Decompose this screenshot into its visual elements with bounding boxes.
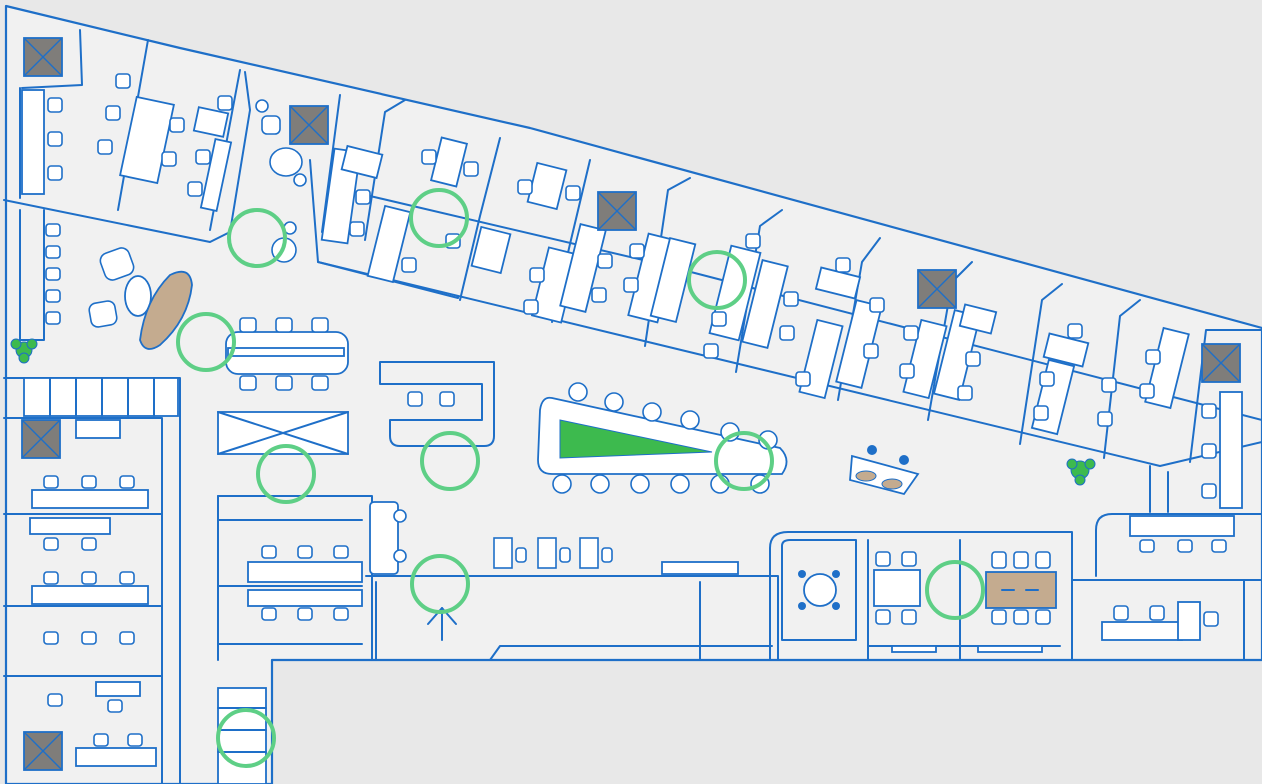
south-east-rooms bbox=[769, 391, 1262, 661]
column-icon bbox=[917, 269, 957, 309]
hotspot-icon[interactable] bbox=[227, 208, 287, 268]
north-desk-band bbox=[309, 94, 1262, 467]
hotspots[interactable] bbox=[176, 188, 985, 768]
south-center-zone bbox=[217, 495, 779, 784]
floor-outline bbox=[4, 4, 1262, 784]
chairs bbox=[1113, 403, 1227, 627]
chairs bbox=[45, 223, 61, 325]
structural-columns bbox=[21, 37, 1241, 771]
soft-seating bbox=[255, 99, 307, 263]
cafe-table bbox=[849, 445, 920, 496]
storage-unit bbox=[217, 411, 349, 455]
hotspot-icon[interactable] bbox=[410, 554, 470, 614]
column-icon bbox=[1201, 343, 1241, 383]
chairs bbox=[43, 475, 143, 747]
plants bbox=[10, 338, 1096, 486]
plant-icon bbox=[1066, 458, 1096, 486]
plant-icon bbox=[10, 338, 38, 364]
north-west-desk-zone bbox=[3, 29, 251, 243]
hotspot-icon[interactable] bbox=[714, 431, 774, 491]
hotspot-icon[interactable] bbox=[420, 431, 480, 491]
meeting-table bbox=[985, 571, 1057, 609]
west-wall-zone bbox=[19, 209, 61, 341]
hotspot-icon[interactable] bbox=[687, 250, 747, 310]
chairs bbox=[261, 545, 349, 621]
hotspot-icon[interactable] bbox=[925, 560, 985, 620]
chairs bbox=[875, 551, 1051, 625]
chairs bbox=[493, 537, 613, 569]
column-icon bbox=[597, 191, 637, 231]
hotspot-icon[interactable] bbox=[256, 444, 316, 504]
south-west-desk-zone bbox=[3, 377, 181, 784]
chairs bbox=[47, 73, 233, 197]
lounge-sofa bbox=[139, 270, 193, 350]
hotspot-icon[interactable] bbox=[176, 312, 236, 372]
planter-table bbox=[537, 382, 788, 494]
column-icon bbox=[23, 731, 63, 771]
column-icon bbox=[23, 37, 63, 77]
lounge-area bbox=[88, 247, 349, 391]
planter bbox=[559, 419, 713, 459]
column-icon bbox=[289, 105, 329, 145]
hotspot-icon[interactable] bbox=[216, 708, 276, 768]
phone-booth bbox=[379, 361, 495, 447]
chairs bbox=[349, 149, 1161, 427]
column-icon bbox=[21, 419, 61, 459]
chairs bbox=[239, 317, 329, 391]
hotspot-icon[interactable] bbox=[409, 188, 469, 248]
